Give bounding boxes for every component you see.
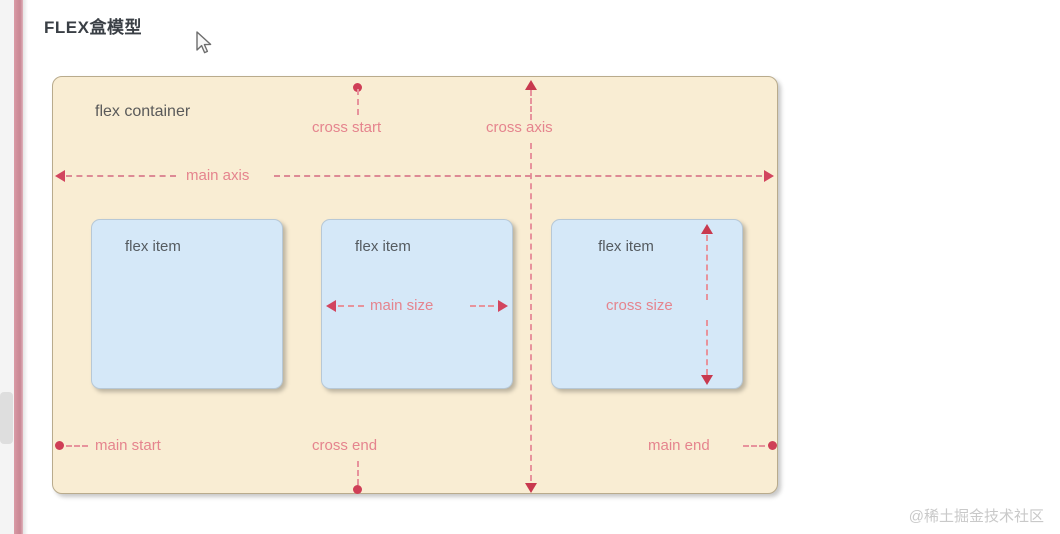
main-size-arrow-left xyxy=(326,300,336,312)
flex-item-2: flex item main size xyxy=(321,219,513,389)
main-axis-line-right xyxy=(274,175,762,177)
flex-item-1-label: flex item xyxy=(125,238,181,255)
flex-item-3-label: flex item xyxy=(598,238,654,255)
cross-end-dot xyxy=(353,485,362,494)
cross-size-line-lower xyxy=(706,320,708,375)
main-end-label: main end xyxy=(648,437,710,454)
cross-axis-arrow-bottom xyxy=(525,483,537,493)
cross-axis-arrow-top xyxy=(525,80,537,90)
cross-size-line-upper xyxy=(706,235,708,300)
mouse-pointer-icon xyxy=(196,31,214,57)
cross-axis-label: cross axis xyxy=(486,119,553,136)
cross-start-dot xyxy=(353,83,362,92)
main-axis-label: main axis xyxy=(186,167,250,184)
main-size-arrow-right xyxy=(498,300,508,312)
main-axis-arrow-right xyxy=(764,170,774,182)
cross-axis-line-upper xyxy=(530,90,532,120)
cross-end-line xyxy=(357,461,359,485)
main-size-label: main size xyxy=(370,297,434,314)
cross-size-arrow-top xyxy=(701,224,713,234)
rail-shadow xyxy=(23,0,28,534)
cross-start-label: cross start xyxy=(312,119,382,136)
flex-item-3: flex item cross size xyxy=(551,219,743,389)
cross-start-line xyxy=(357,89,359,115)
flex-item-2-label: flex item xyxy=(355,238,411,255)
watermark: @稀土掘金技术社区 xyxy=(908,508,1044,525)
flex-container-label: flex container xyxy=(95,103,191,120)
main-start-label: main start xyxy=(95,437,161,454)
cross-axis-line-lower xyxy=(530,143,532,481)
main-end-line xyxy=(743,445,765,447)
main-size-line-right xyxy=(470,305,494,307)
left-gutter xyxy=(0,0,14,534)
cross-end-label: cross end xyxy=(312,437,378,454)
main-start-line xyxy=(66,445,88,447)
scrollbar-thumb[interactable] xyxy=(0,392,13,444)
main-end-dot xyxy=(768,441,777,450)
page-title: FLEX盒模型 xyxy=(44,18,142,37)
left-accent-rail xyxy=(14,0,23,534)
flex-container-box: flex container cross start cross axis ma… xyxy=(52,76,778,494)
main-axis-line-left xyxy=(66,175,176,177)
main-start-dot xyxy=(55,441,64,450)
main-size-line-left xyxy=(338,305,364,307)
cross-size-label: cross size xyxy=(606,297,673,314)
main-axis-arrow-left xyxy=(55,170,65,182)
flex-item-1: flex item xyxy=(91,219,283,389)
cross-size-arrow-bottom xyxy=(701,375,713,385)
